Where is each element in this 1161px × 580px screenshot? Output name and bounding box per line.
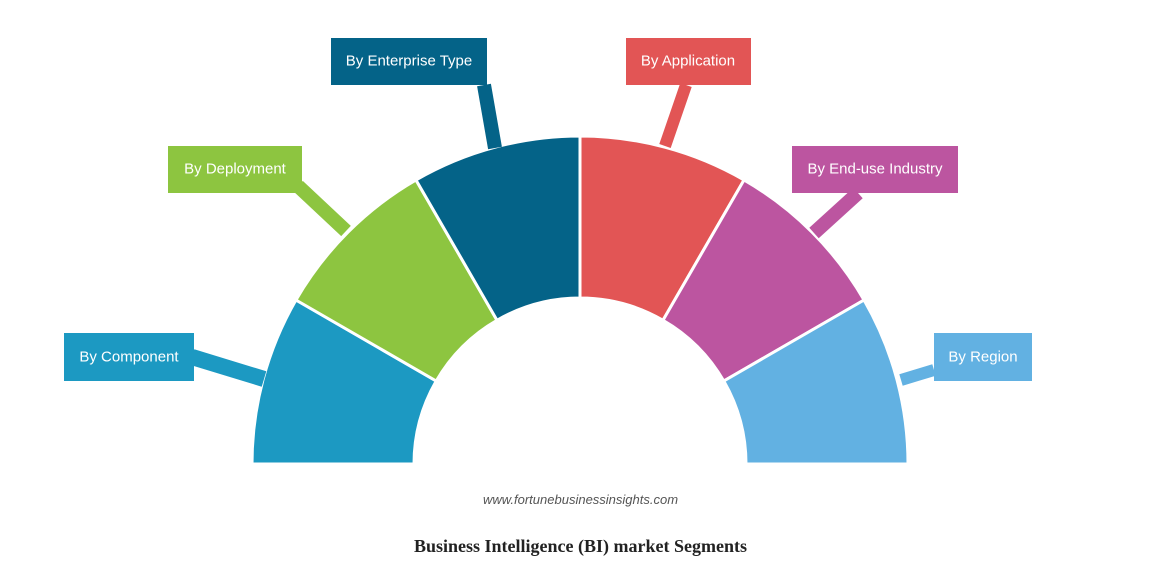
connector-enterprise-type [477, 83, 502, 150]
source-watermark: www.fortunebusinessinsights.com [482, 492, 679, 507]
connector-component [189, 349, 267, 387]
label-component: By Component [79, 349, 179, 366]
label-box-group [64, 38, 1032, 381]
page-title: Business Intelligence (BI) market Segmen… [414, 536, 747, 556]
label-text-group: By Component By Deployment By Enterprise… [79, 53, 1017, 366]
label-box-region [934, 333, 1032, 381]
label-box-component [64, 333, 194, 381]
connector-region [899, 364, 936, 386]
label-box-enterprise-type [331, 38, 487, 85]
connector-deployment [293, 180, 351, 237]
label-deployment: By Deployment [184, 161, 287, 178]
connector-application [659, 83, 692, 148]
connector-group [189, 83, 936, 387]
wedge-region [722, 298, 910, 466]
connector-end-use-industry [809, 187, 863, 239]
label-application: By Application [641, 53, 735, 70]
label-box-application [626, 38, 751, 85]
label-end-use-industry: By End-use Industry [807, 161, 943, 178]
wedge-group [250, 134, 910, 466]
label-region: By Region [948, 349, 1017, 366]
label-box-deployment [168, 146, 302, 193]
label-enterprise-type: By Enterprise Type [346, 53, 472, 70]
label-box-end-use-industry [792, 146, 958, 193]
